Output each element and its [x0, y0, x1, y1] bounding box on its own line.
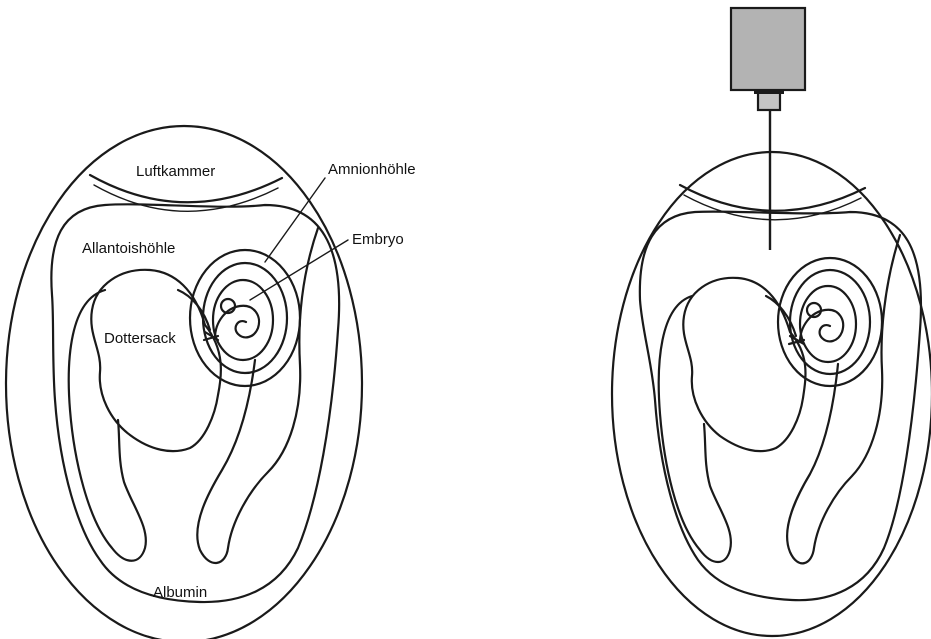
label-albumen: Albumin [153, 584, 207, 601]
right-allantois-inner-left [659, 296, 731, 562]
label-air-cell: Luftkammer [136, 163, 215, 180]
left-allantois-outline [51, 204, 339, 602]
label-allantoic-cavity: Allantoishöhle [82, 240, 175, 257]
right-allantois-inner-right [787, 235, 900, 563]
right-egg [612, 8, 931, 636]
left-egg: Luftkammer Amnionhöhle Embryo Allantoish… [6, 126, 416, 639]
right-yolk-sac [683, 278, 805, 451]
label-amniotic-cavity: Amnionhöhle [328, 161, 416, 178]
right-amnion-inner [800, 286, 856, 362]
right-allantois-outline [640, 212, 921, 601]
label-yolk-sac: Dottersack [104, 330, 176, 347]
right-embryo [800, 310, 843, 342]
needle-hub [758, 92, 780, 110]
label-embryo: Embryo [352, 231, 404, 248]
syringe-body [731, 8, 805, 90]
right-amnion-outer [778, 258, 882, 386]
needle-hub-top [754, 90, 784, 94]
